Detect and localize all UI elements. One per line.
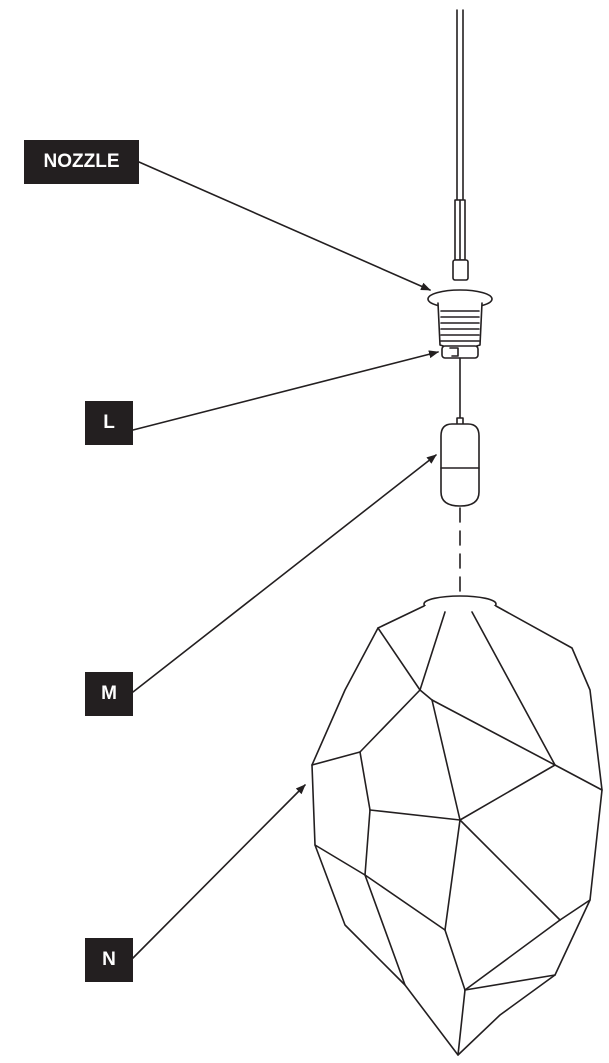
faceted-shade xyxy=(311,595,603,1056)
nozzle-assembly xyxy=(427,259,493,421)
callout-label-nozzle: NOZZLE xyxy=(24,140,139,184)
callout-label-m: M xyxy=(85,672,133,716)
leader-line-nozzle xyxy=(138,161,431,291)
leader-line-n xyxy=(132,784,306,959)
callout-label-l: L xyxy=(85,401,133,445)
callout-label-n: N xyxy=(85,938,133,982)
bulb xyxy=(440,417,480,507)
leader-line-m xyxy=(132,454,437,693)
leader-line-l xyxy=(132,350,439,431)
suspension-cable xyxy=(454,9,466,261)
